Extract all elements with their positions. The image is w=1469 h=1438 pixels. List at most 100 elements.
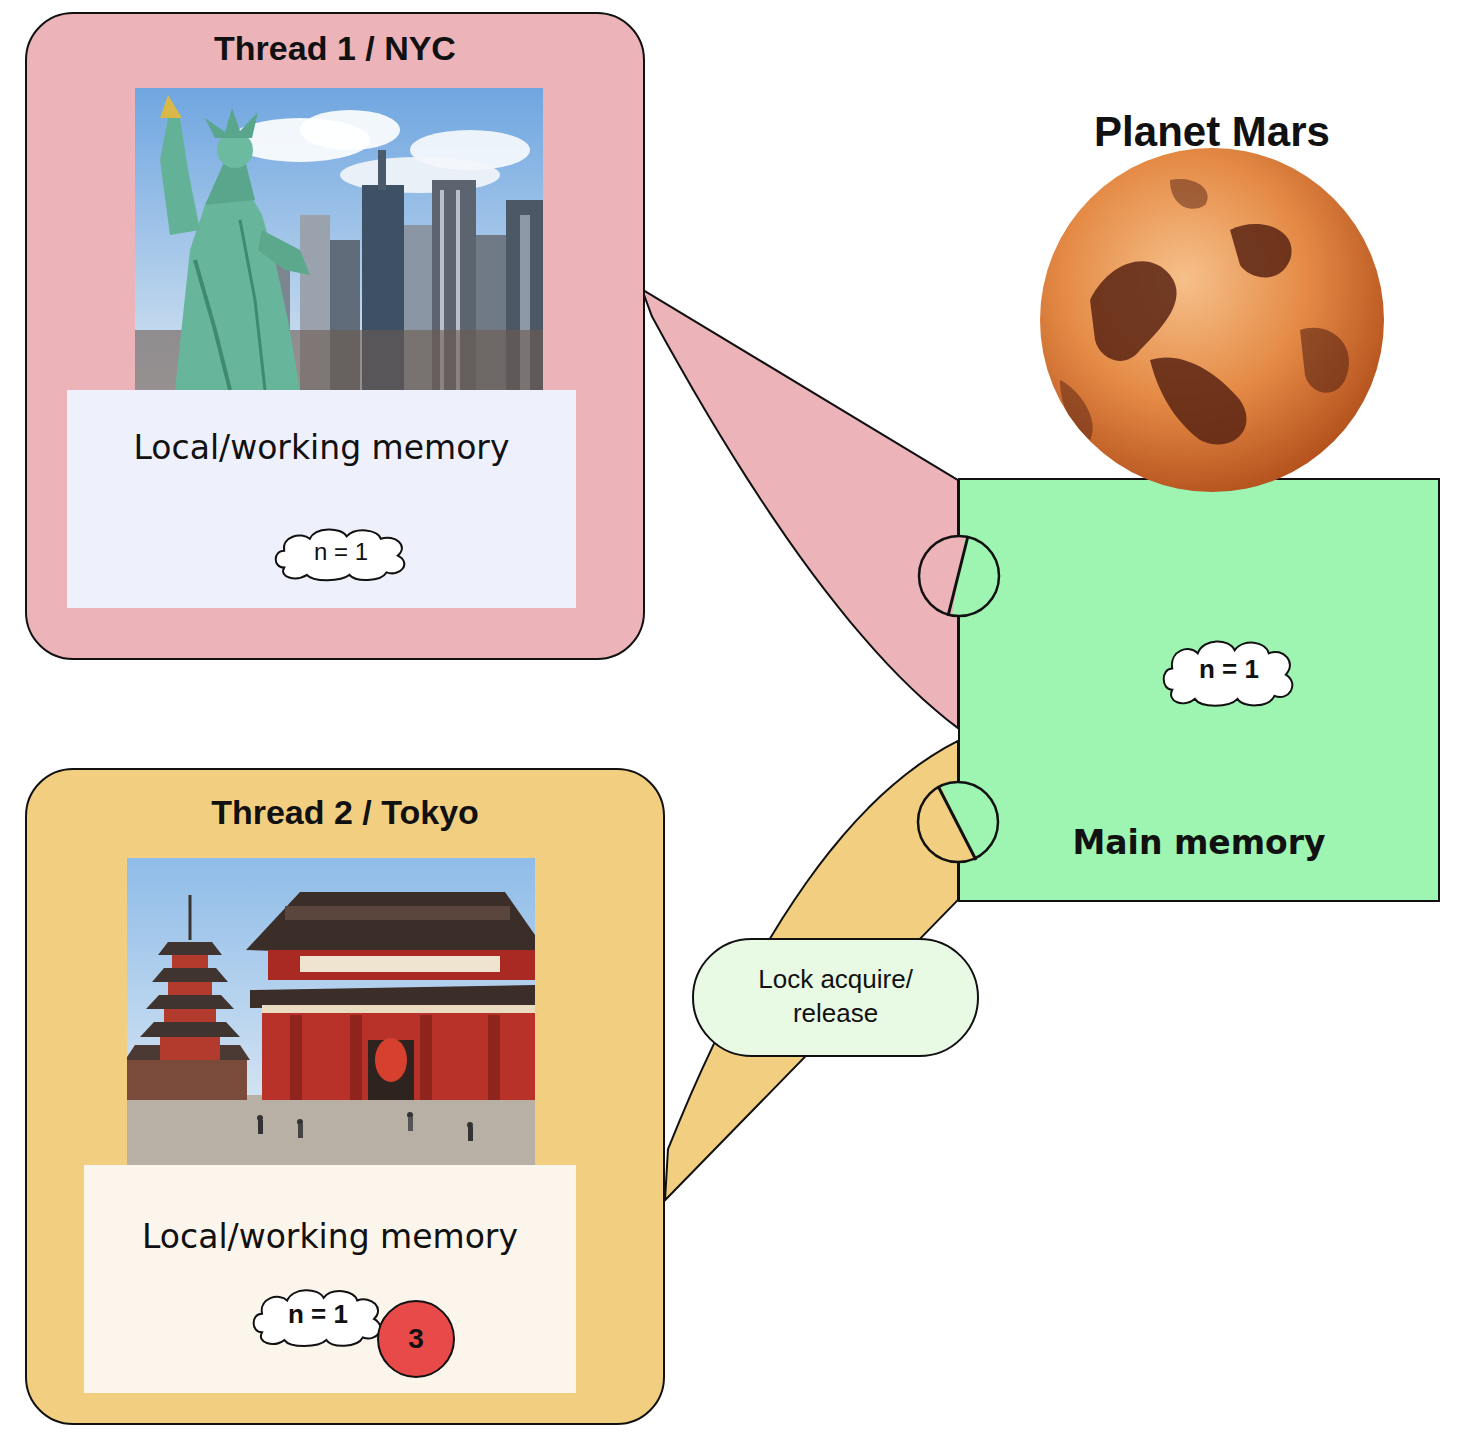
illustration-shape bbox=[520, 215, 530, 390]
illustration-shape bbox=[919, 536, 999, 616]
illustration-shape bbox=[375, 1038, 407, 1082]
illustration-shape bbox=[160, 118, 200, 235]
illustration-shape bbox=[362, 185, 404, 390]
value-text: n = 1 bbox=[1199, 654, 1259, 685]
illustration-shape bbox=[1060, 380, 1093, 440]
illustration-shape bbox=[1150, 357, 1246, 444]
illustration-shape bbox=[1060, 179, 1349, 444]
thread-panel: Thread 1 / NYC Local/working memory n = 1 bbox=[25, 12, 645, 660]
illustration-shape bbox=[127, 1095, 535, 1165]
box-title: Local/working memory bbox=[134, 428, 510, 468]
memory-box: Main memory n = 1 bbox=[958, 478, 1440, 902]
memory-box: Local/working memory n = 1 bbox=[67, 390, 576, 608]
illustration-shape bbox=[948, 536, 968, 616]
illustration-shape bbox=[135, 88, 543, 390]
illustration-shape bbox=[488, 1015, 500, 1100]
illustration-shape bbox=[262, 1005, 535, 1013]
illustration-shape bbox=[468, 1127, 473, 1141]
illustration-shape bbox=[140, 1022, 240, 1037]
box-title: Local/working memory bbox=[142, 1217, 518, 1257]
illustration-shape bbox=[205, 160, 255, 205]
cloud-outline bbox=[254, 1290, 381, 1346]
value-cloud: n = 1 bbox=[1158, 632, 1300, 708]
illustration-shape bbox=[408, 1117, 413, 1131]
illustration-shape bbox=[440, 190, 444, 390]
illustration-shape bbox=[1040, 148, 1384, 492]
illustration-shape bbox=[1300, 328, 1349, 393]
mars-planet bbox=[1040, 148, 1384, 492]
callout-number: 3 bbox=[377, 1300, 455, 1378]
illustration-shape bbox=[456, 190, 460, 390]
illustration-shape bbox=[340, 157, 500, 193]
illustration-shape bbox=[919, 536, 999, 616]
illustration-shape bbox=[900, 770, 978, 870]
illustration-shape bbox=[168, 982, 212, 996]
illustration-shape bbox=[410, 130, 530, 170]
illustration-shape bbox=[467, 1122, 473, 1128]
illustration-shape bbox=[135, 330, 543, 390]
joint-circle bbox=[900, 770, 998, 870]
illustration-shape bbox=[298, 1124, 303, 1138]
illustration-shape bbox=[158, 942, 222, 955]
lock-label: Lock acquire/ release bbox=[714, 963, 957, 1031]
cloud-outline bbox=[1164, 641, 1293, 705]
illustration-shape bbox=[350, 1015, 362, 1100]
value-text: n = 1 bbox=[314, 538, 368, 567]
illustration-shape bbox=[378, 150, 386, 190]
illustration-shape bbox=[330, 240, 360, 390]
illustration-shape bbox=[250, 250, 290, 390]
illustration-shape bbox=[368, 1040, 414, 1100]
memory-box: Local/working memory n = 1 3 bbox=[84, 1165, 576, 1393]
illustration-shape bbox=[262, 1005, 535, 1100]
illustration-shape bbox=[1230, 224, 1292, 277]
callout-number: 3 bbox=[408, 1322, 424, 1356]
illustration-shape bbox=[189, 895, 192, 940]
illustration-shape bbox=[146, 995, 234, 1009]
panel-heading: Thread 1 / NYC bbox=[214, 28, 456, 69]
box-title: Main memory bbox=[1072, 823, 1325, 863]
illustration-shape bbox=[195, 260, 230, 390]
illustration-shape bbox=[257, 1115, 263, 1121]
edge-label: Lock acquire/ release bbox=[692, 938, 979, 1057]
planet-label: Planet Mars bbox=[1094, 108, 1330, 156]
value-cloud: n = 1 bbox=[248, 1282, 388, 1348]
illustration-shape bbox=[300, 956, 500, 972]
nyc-photo bbox=[135, 88, 543, 390]
illustration-shape bbox=[268, 950, 535, 980]
illustration-shape bbox=[297, 1119, 303, 1125]
illustration-shape bbox=[300, 215, 330, 390]
tokyo-photo bbox=[127, 858, 535, 1165]
illustration-shape bbox=[432, 180, 476, 390]
illustration-shape bbox=[1170, 179, 1208, 209]
illustration-shape bbox=[938, 786, 976, 860]
illustration-shape bbox=[152, 968, 228, 982]
illustration-shape bbox=[230, 118, 370, 162]
illustration-shape bbox=[172, 955, 208, 969]
illustration-shape bbox=[127, 1045, 250, 1060]
memory-channel bbox=[642, 289, 958, 728]
illustration-shape bbox=[205, 108, 258, 138]
illustration-shape bbox=[127, 858, 535, 1165]
illustration-shape bbox=[164, 1009, 216, 1024]
illustration-shape bbox=[900, 520, 968, 640]
illustration-shape bbox=[250, 985, 535, 1008]
illustration-shape bbox=[420, 1015, 432, 1100]
illustration-shape bbox=[918, 782, 998, 862]
illustration-shape bbox=[290, 1015, 302, 1100]
illustration-shape bbox=[407, 1112, 413, 1118]
illustration-shape bbox=[127, 1060, 247, 1100]
illustration-shape bbox=[258, 230, 310, 275]
illustration-shape bbox=[300, 110, 400, 150]
illustration-shape bbox=[160, 95, 182, 118]
cloud-outline bbox=[276, 529, 405, 580]
illustration-shape bbox=[258, 1120, 263, 1134]
illustration-shape bbox=[918, 782, 998, 862]
illustration-shape bbox=[160, 1037, 220, 1060]
value-text: n = 1 bbox=[288, 1299, 348, 1330]
illustration-shape bbox=[217, 132, 253, 168]
illustration-shape bbox=[285, 906, 510, 920]
illustration-shape bbox=[240, 220, 265, 390]
illustration-shape bbox=[476, 235, 506, 390]
illustration-shape bbox=[404, 225, 432, 390]
